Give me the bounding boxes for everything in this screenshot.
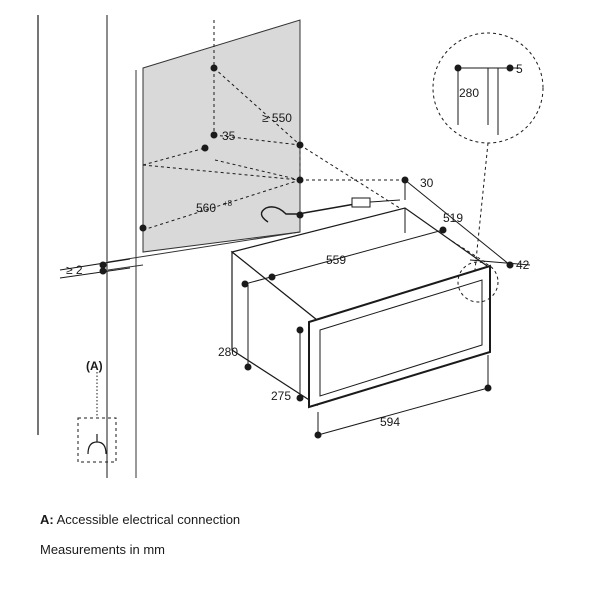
caption-text: Accessible electrical connection: [56, 512, 241, 527]
appliance-front: [308, 264, 491, 409]
dim-280-detail: 280: [459, 86, 479, 100]
detail-leader: [474, 142, 489, 271]
appliance-dim-points: [99, 176, 514, 439]
dim-519: 519: [443, 211, 463, 225]
cable-tail: [369, 199, 401, 203]
dim-42: 42: [516, 258, 530, 272]
caption-measurements: Measurements in mm: [40, 542, 165, 557]
cable-plug: [351, 197, 371, 208]
caption-electrical-connection: A: Accessible electrical connection: [40, 512, 240, 527]
dim-275: 275: [271, 389, 291, 403]
detail-small-circle: [457, 261, 499, 303]
dim-560-sup: +8: [223, 199, 233, 208]
caption-key: A:: [40, 512, 54, 527]
dim-30: 30: [420, 176, 434, 190]
dim-280-left: 280: [218, 345, 238, 359]
label-a: (A): [86, 359, 103, 373]
niche-floor-line: [107, 231, 301, 263]
dim-35: 35: [222, 129, 236, 143]
niche-dim-points: [139, 64, 304, 232]
dim-5: 5: [516, 62, 523, 76]
appliance-dim-lines: [59, 179, 531, 436]
detail-points: [454, 64, 514, 72]
dim-594: 594: [380, 415, 400, 429]
connection-symbol: [87, 434, 107, 455]
dim-560: 560: [196, 201, 216, 215]
dim-559: 559: [326, 253, 346, 267]
appliance-front-inner: [319, 279, 483, 397]
dim-gte-550: ≥ 550: [262, 111, 292, 125]
connection-box: [77, 417, 117, 463]
dim-gte-2: ≥ 2: [66, 263, 83, 277]
niche-floor-line-2: [107, 264, 144, 271]
power-cable: [260, 203, 356, 223]
